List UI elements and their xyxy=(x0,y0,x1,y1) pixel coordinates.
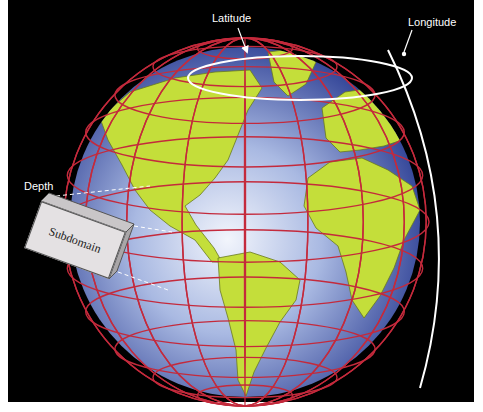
longitude-line xyxy=(86,38,405,406)
longitude-line xyxy=(127,38,364,406)
background xyxy=(8,0,474,402)
longitude-line xyxy=(182,38,308,406)
latitude-label: Latitude xyxy=(212,12,251,25)
longitude-line xyxy=(127,38,364,406)
block-label: Subdomain xyxy=(47,224,104,257)
longitude-line xyxy=(182,38,308,406)
depth-label: Depth xyxy=(24,180,53,193)
longitude-line xyxy=(86,38,405,406)
continents xyxy=(100,48,420,396)
longitude-label: Longitude xyxy=(408,16,456,29)
longitude-dot xyxy=(402,52,406,56)
longitude-line xyxy=(245,38,246,406)
longitude-arc xyxy=(388,50,439,388)
longitude-pointer xyxy=(404,30,412,52)
latitude-pointer xyxy=(238,28,247,52)
latitude-circle xyxy=(188,56,412,100)
